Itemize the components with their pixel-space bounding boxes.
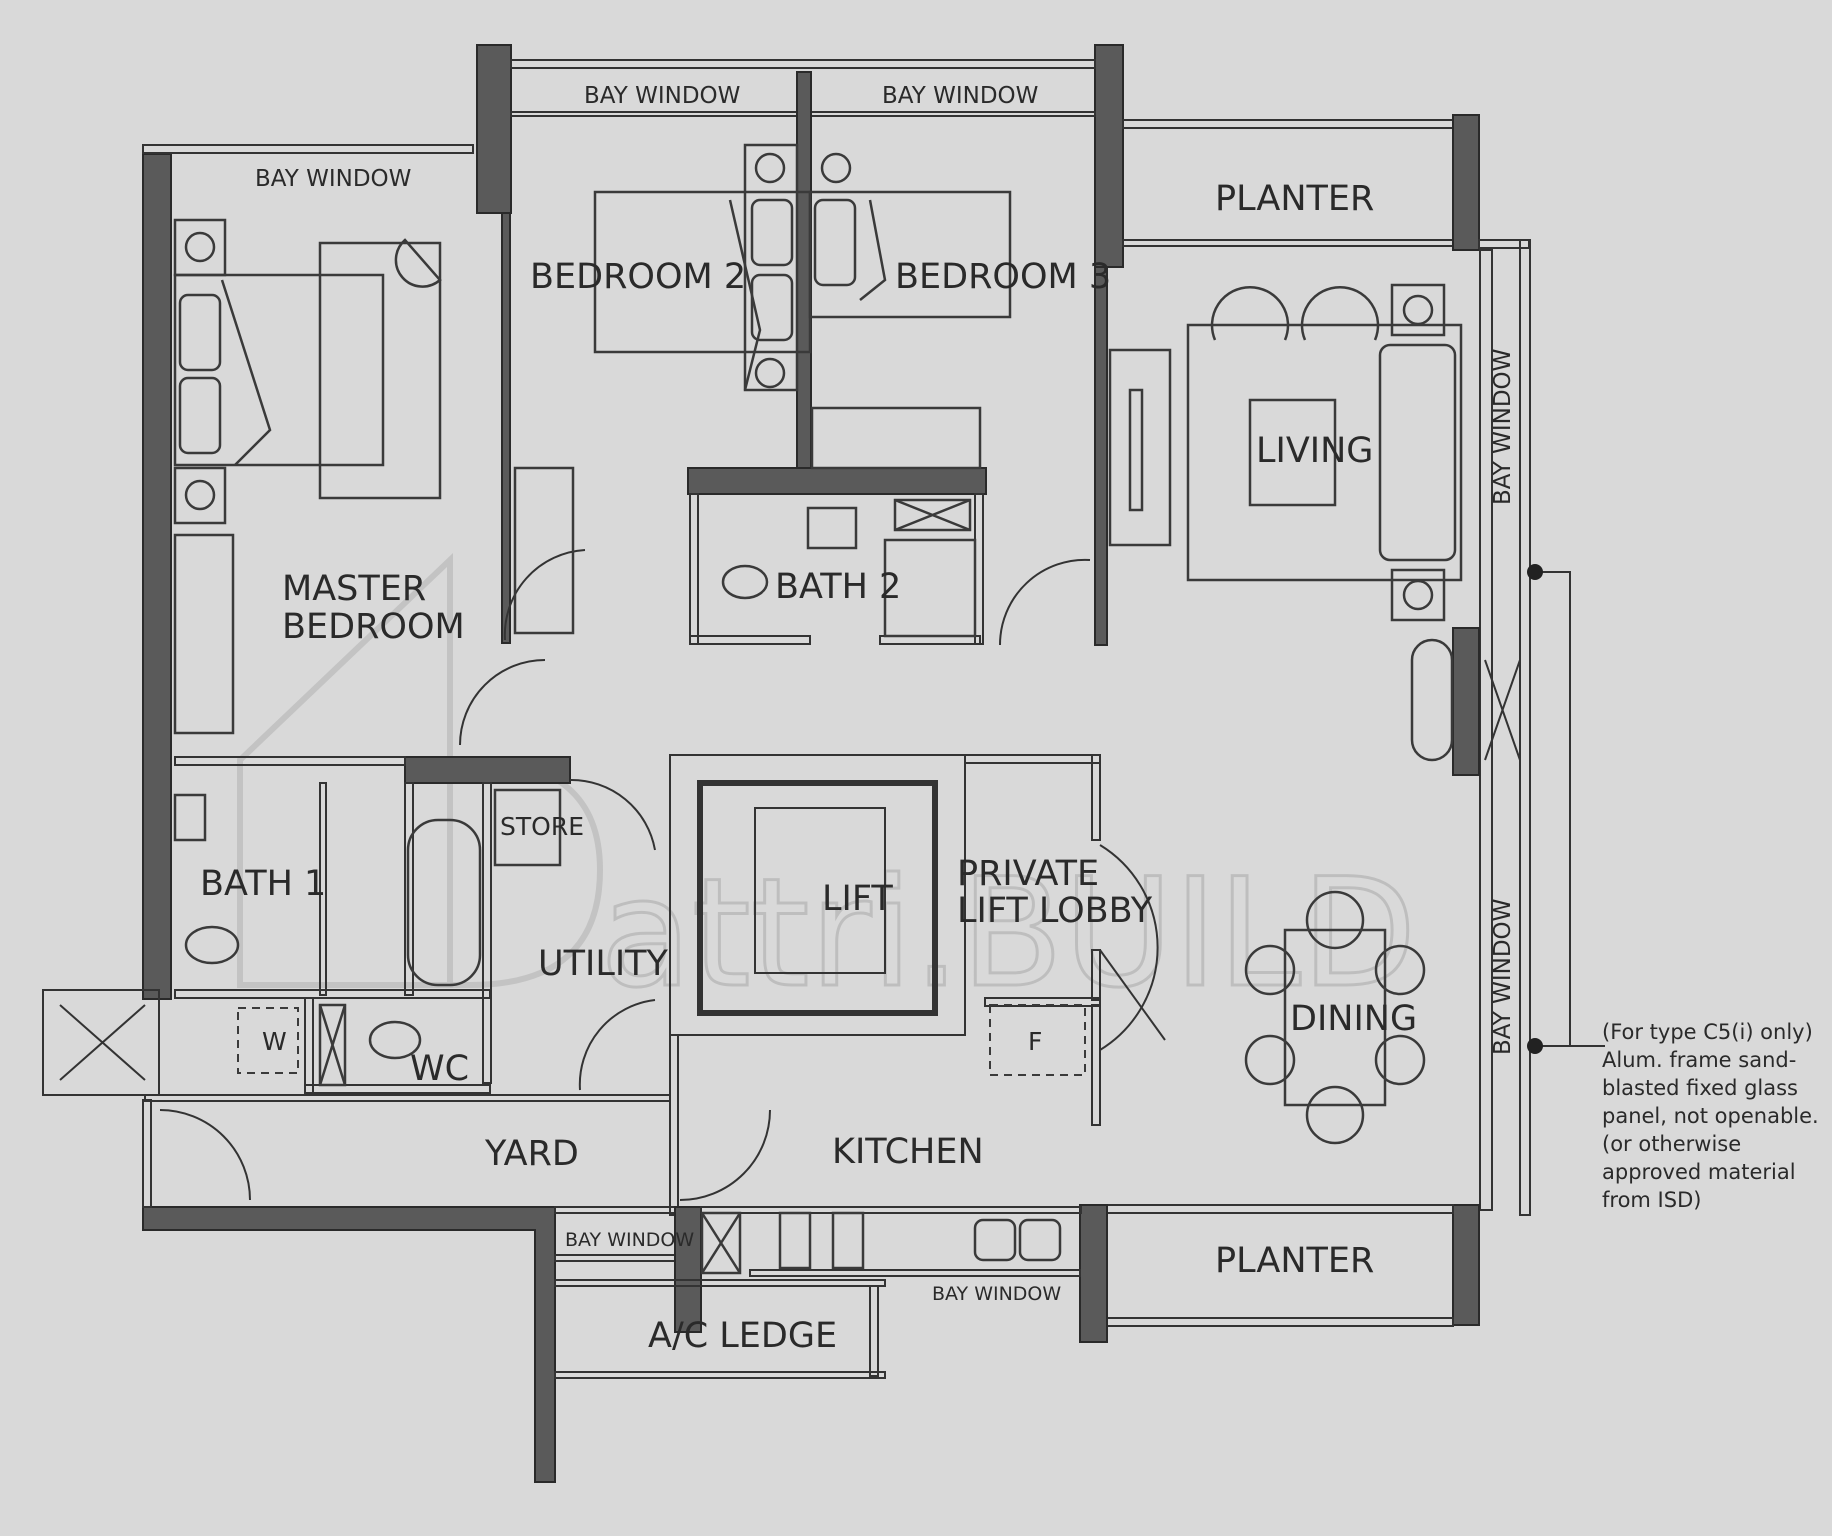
note-line: Alum. frame sand- xyxy=(1602,1048,1797,1072)
label-bath-2: BATH 2 xyxy=(775,567,901,607)
label-store: STORE xyxy=(500,812,584,841)
label-utility: UTILITY xyxy=(538,944,669,984)
note-line: blasted fixed glass xyxy=(1602,1076,1798,1100)
label-bay-window-yard: BAY WINDOW xyxy=(565,1229,694,1251)
label-yard: YARD xyxy=(484,1134,579,1174)
label-bay-window-kitchen: BAY WINDOW xyxy=(932,1283,1061,1305)
tv-console xyxy=(1108,348,1172,547)
watermark-text: attri.BUILD xyxy=(600,847,1417,1021)
living-rug xyxy=(1186,323,1463,582)
master-bed xyxy=(173,273,385,467)
label-bath-1: BATH 1 xyxy=(200,864,326,904)
label-bay-window-bedroom2: BAY WINDOW xyxy=(584,83,740,109)
walls xyxy=(42,44,1531,1483)
label-bedroom-2: BEDROOM 2 xyxy=(530,257,746,297)
label-bay-window-bedroom3: BAY WINDOW xyxy=(882,83,1038,109)
note-line: (For type C5(i) only) xyxy=(1602,1020,1813,1044)
label-lift: LIFT xyxy=(822,879,893,919)
label-washer: W xyxy=(262,1027,287,1056)
sofa xyxy=(1378,343,1457,562)
dining-table xyxy=(1283,928,1387,1107)
label-kitchen: KITCHEN xyxy=(832,1132,984,1172)
bedroom3-wardrobe xyxy=(810,406,982,470)
label-planter-bottom: PLANTER xyxy=(1215,1241,1374,1281)
note-line: from ISD) xyxy=(1602,1188,1702,1212)
label-living: LIVING xyxy=(1256,431,1373,471)
note-line: panel, not openable. xyxy=(1602,1104,1819,1128)
bathtub xyxy=(406,818,482,987)
label-lobby-line1: PRIVATE xyxy=(957,854,1099,894)
label-ac-ledge: A/C LEDGE xyxy=(648,1316,837,1356)
label-bay-window-living: BAY WINDOW xyxy=(1490,349,1516,505)
label-planter-top: PLANTER xyxy=(1215,179,1374,219)
note-line: (or otherwise xyxy=(1602,1132,1742,1156)
bedroom3-bed xyxy=(808,190,1012,319)
label-bedroom-3: BEDROOM 3 xyxy=(895,257,1111,297)
label-wc: WC xyxy=(410,1049,469,1089)
coffee-table xyxy=(1248,398,1337,507)
furniture xyxy=(173,143,1605,1275)
label-master-line2: BEDROOM xyxy=(282,607,465,647)
glass-panel-note: (For type C5(i) only) Alum. frame sand- … xyxy=(1602,1018,1822,1214)
master-wardrobe xyxy=(173,533,235,735)
label-master-line1: MASTER xyxy=(282,569,426,609)
label-dining: DINING xyxy=(1290,999,1417,1039)
label-bay-window-master: BAY WINDOW xyxy=(255,166,411,192)
bedroom2-wardrobe xyxy=(513,466,575,635)
note-line: approved material xyxy=(1602,1160,1796,1184)
label-fridge: F xyxy=(1028,1027,1042,1056)
label-bay-window-dining: BAY WINDOW xyxy=(1490,899,1516,1055)
doors xyxy=(159,549,1166,1201)
label-lobby-line2: LIFT LOBBY xyxy=(957,891,1153,931)
